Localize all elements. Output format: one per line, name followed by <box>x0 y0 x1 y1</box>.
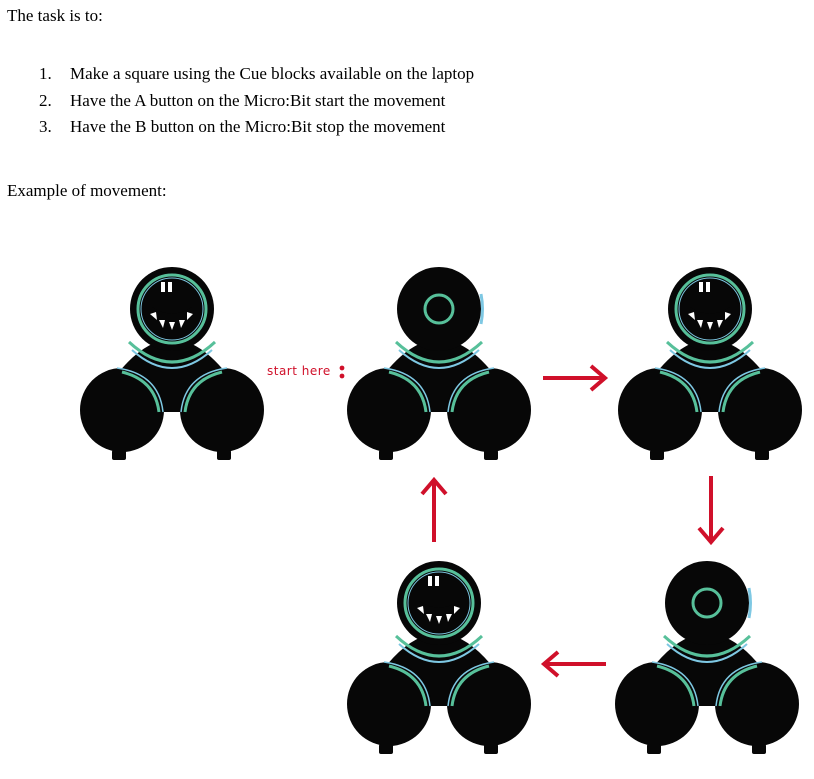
robot-image-top-right <box>618 267 802 460</box>
arrow-right-icon <box>543 364 609 392</box>
robot-image-top-middle <box>347 267 531 460</box>
example-label: Example of movement: <box>7 181 167 200</box>
task-text: Have the A button on the Micro:Bit start… <box>70 90 446 110</box>
task-number: 1. <box>39 64 52 83</box>
task-number: 3. <box>39 117 52 136</box>
start-here-label: start here <box>267 364 331 378</box>
task-text: Have the B button on the Micro:Bit stop … <box>70 117 446 136</box>
robot-image-bottom-middle <box>347 561 531 754</box>
robot-image-start-left <box>80 267 264 460</box>
arrow-down-icon <box>697 476 725 546</box>
task-text: Make a square using the Cue blocks avail… <box>70 64 475 83</box>
arrow-up-icon <box>420 476 448 542</box>
colon-dots-icon <box>339 365 345 379</box>
robot-image-bottom-right <box>615 561 799 754</box>
task-number: 2. <box>39 90 52 110</box>
page-heading: The task is to: <box>7 6 103 25</box>
arrow-left-icon <box>540 650 606 678</box>
